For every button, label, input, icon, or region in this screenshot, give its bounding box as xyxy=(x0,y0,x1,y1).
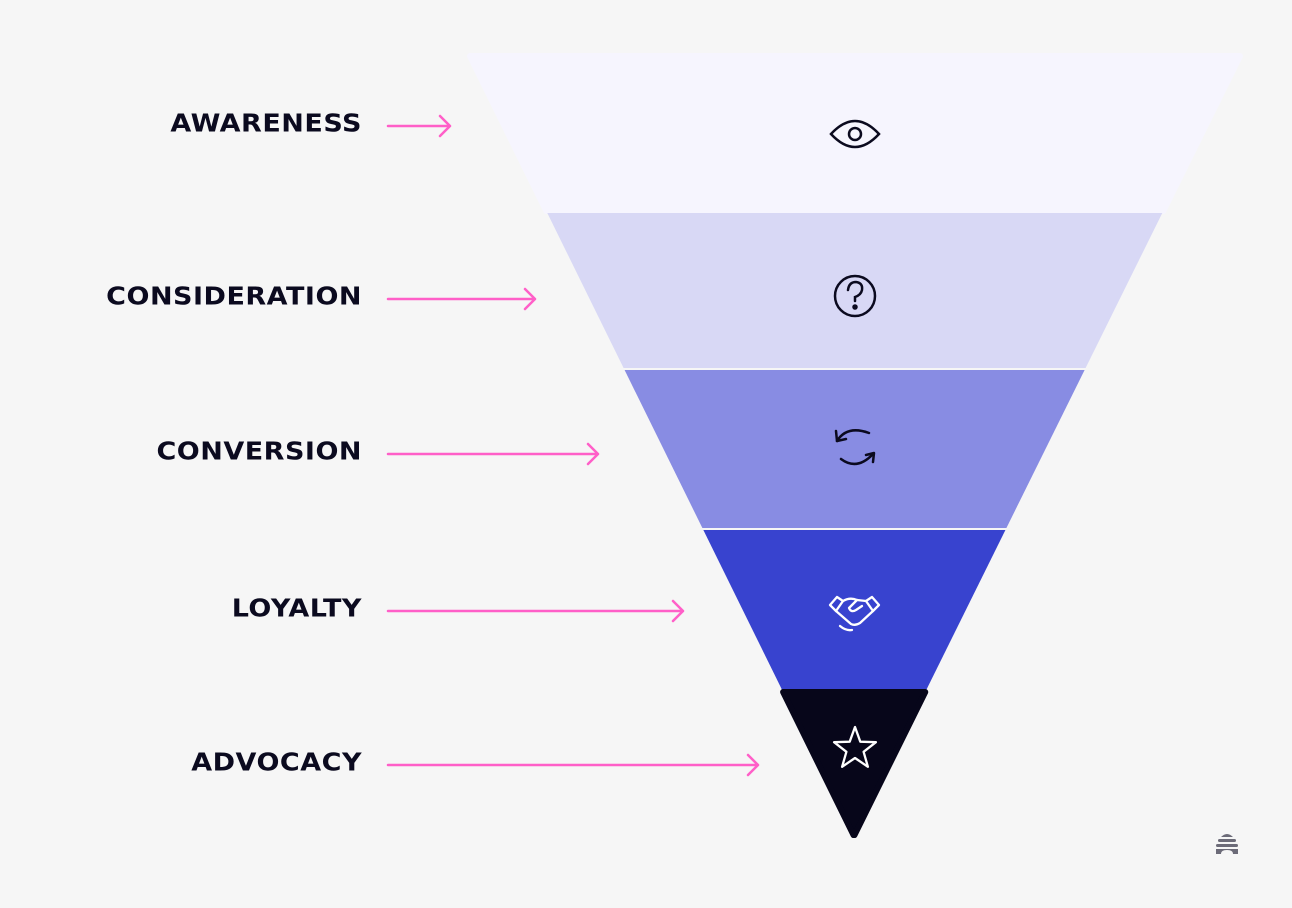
star-icon xyxy=(832,725,878,768)
stage-label-conversion: CONVERSION xyxy=(156,437,362,466)
beehive-logo xyxy=(1216,834,1238,854)
question-icon xyxy=(833,274,877,318)
arrow-awareness xyxy=(386,114,452,138)
funnel-band-awareness xyxy=(467,53,1243,214)
handshake-icon xyxy=(828,595,881,632)
funnel-band-advocacy xyxy=(780,689,929,838)
arrow-conversion xyxy=(386,442,600,466)
stage-label-awareness: AWARENESS xyxy=(170,109,362,138)
arrow-advocacy xyxy=(386,753,760,777)
funnel-band-consideration xyxy=(547,213,1163,368)
eye-icon xyxy=(829,119,881,149)
stage-label-consideration: CONSIDERATION xyxy=(106,282,362,311)
arrow-consideration xyxy=(386,287,537,311)
stage-label-advocacy: ADVOCACY xyxy=(191,748,362,777)
refresh-icon xyxy=(834,429,876,466)
arrow-loyalty xyxy=(386,599,685,623)
funnel-band-conversion xyxy=(624,370,1085,528)
stage-label-loyalty: LOYALTY xyxy=(231,594,362,623)
